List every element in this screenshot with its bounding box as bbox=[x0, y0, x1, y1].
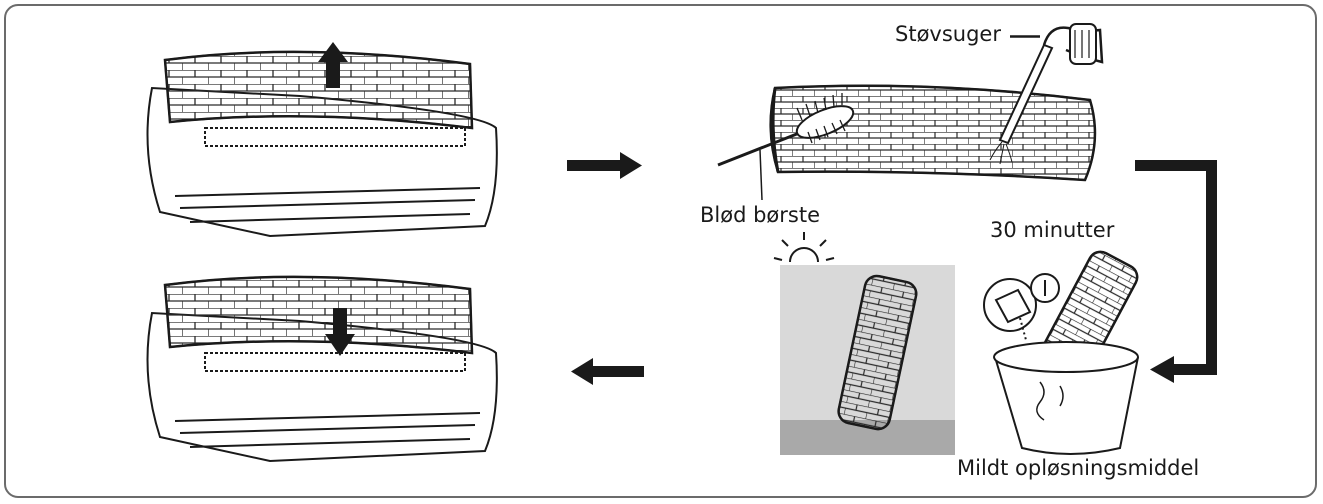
ac-unit-remove-filter bbox=[148, 52, 497, 236]
soft-brush-label: Blød børste bbox=[700, 203, 820, 227]
arrow-right-icon bbox=[567, 152, 642, 179]
detergent-bottle bbox=[984, 274, 1059, 340]
filter-panel-bottom bbox=[165, 277, 472, 353]
soak-time-label: 30 minutter bbox=[990, 218, 1114, 242]
arrow-bracket-right bbox=[1135, 160, 1217, 383]
drying-panel bbox=[780, 265, 955, 455]
detergent-label: Mildt opløsningsmiddel bbox=[957, 456, 1199, 480]
arrow-left-icon bbox=[571, 358, 644, 385]
sun-icon bbox=[774, 232, 834, 262]
detergent-bucket bbox=[994, 248, 1141, 454]
ac-unit-insert-filter bbox=[148, 277, 497, 461]
filter-panel-top bbox=[165, 52, 472, 128]
vacuum-label: Støvsuger bbox=[895, 22, 1001, 46]
